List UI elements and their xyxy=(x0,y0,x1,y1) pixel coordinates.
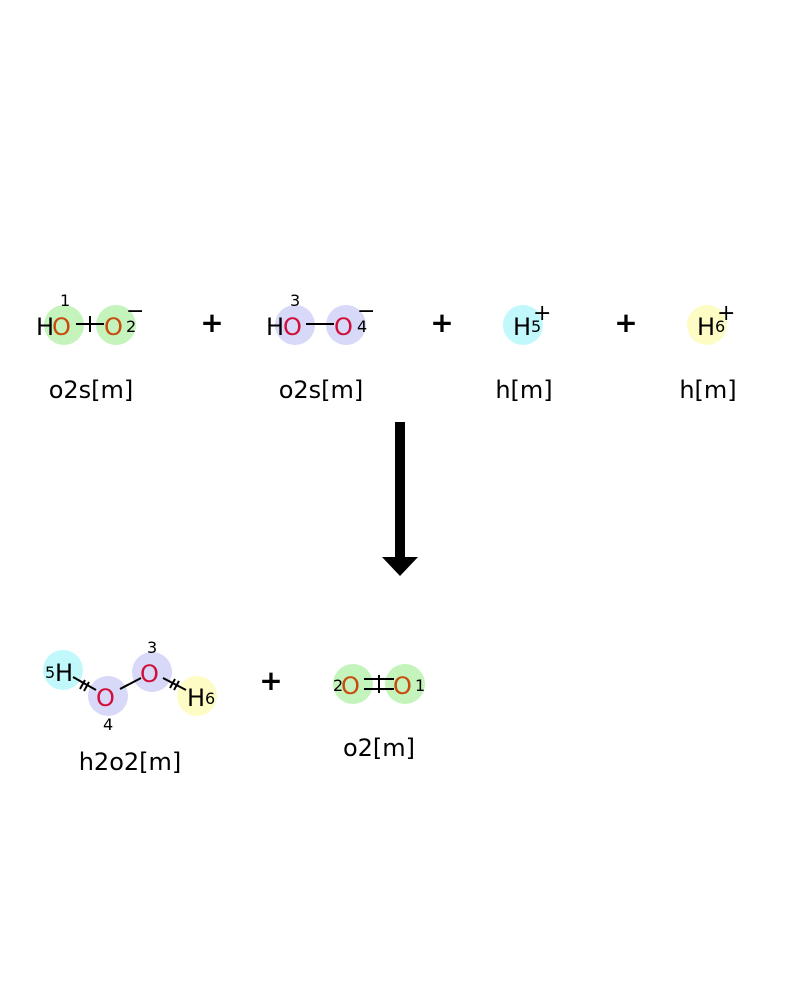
highlight-o1 xyxy=(44,305,84,345)
atom-number-2: 2 xyxy=(333,676,343,695)
plus-sign-3: + xyxy=(614,306,637,339)
product-2: 2 O O 1 o2[m] xyxy=(333,664,425,762)
highlight-o4 xyxy=(326,305,366,345)
atom-number-3: 3 xyxy=(290,291,300,310)
reactant-3-label: h[m] xyxy=(495,376,552,404)
atom-number-4: 4 xyxy=(103,715,113,734)
charge-minus: − xyxy=(357,299,375,324)
atom-h: H xyxy=(266,313,284,341)
product-1-label: h2o2[m] xyxy=(79,748,182,776)
atom-o4: O xyxy=(334,313,353,341)
atom-number-6: 6 xyxy=(205,689,215,708)
charge-plus: + xyxy=(717,301,735,326)
charge-plus: + xyxy=(533,301,551,326)
atom-number-5: 5 xyxy=(531,317,541,336)
highlight-o2 xyxy=(333,664,373,704)
highlight-h6 xyxy=(177,676,217,716)
reactant-1: H O 1 O 2 − o2s[m] xyxy=(36,291,144,404)
atom-number-5: 5 xyxy=(45,663,55,682)
bond-mark xyxy=(83,681,90,692)
highlight-o2 xyxy=(96,305,136,345)
bond-h5-o4 xyxy=(72,676,97,691)
plus-sign-4: + xyxy=(259,664,282,697)
atom-number-1: 1 xyxy=(415,676,425,695)
bond-o4-o3 xyxy=(119,677,142,690)
reactant-4-label: h[m] xyxy=(679,376,736,404)
reaction-arrow xyxy=(382,422,418,576)
atom-o1: O xyxy=(393,672,412,700)
atom-h5: H xyxy=(55,659,73,687)
atom-number-6: 6 xyxy=(715,317,725,336)
highlight-h6 xyxy=(687,305,727,345)
plus-sign-1: + xyxy=(200,306,223,339)
atom-h6: H xyxy=(697,313,715,341)
reactant-2: H O 3 O 4 − o2s[m] xyxy=(266,291,375,404)
bond-mark xyxy=(173,680,180,691)
highlight-o1 xyxy=(385,664,425,704)
atom-o4: O xyxy=(96,684,115,712)
bond-mark xyxy=(79,679,86,690)
product-2-label: o2[m] xyxy=(343,734,415,762)
highlight-o3 xyxy=(275,305,315,345)
product-1: 5 H O 4 O 3 H 6 h2o2[m] xyxy=(43,638,217,776)
highlight-h5 xyxy=(43,650,83,690)
atom-o3: O xyxy=(140,660,159,688)
reactant-2-label: o2s[m] xyxy=(279,376,364,404)
charge-minus: − xyxy=(126,299,144,324)
atom-h: H xyxy=(36,313,54,341)
atom-number-3: 3 xyxy=(147,638,157,657)
atom-h5: H xyxy=(513,313,531,341)
bond-mark xyxy=(169,678,176,689)
atom-o3: O xyxy=(283,313,302,341)
reactant-3: H 5 + h[m] xyxy=(495,301,552,404)
atom-number-1: 1 xyxy=(60,291,70,310)
atom-number-2: 2 xyxy=(126,317,136,336)
reactant-4: H 6 + h[m] xyxy=(679,301,736,404)
plus-sign-2: + xyxy=(430,306,453,339)
atom-number-4: 4 xyxy=(357,317,367,336)
atom-h6: H xyxy=(187,684,205,712)
highlight-o4 xyxy=(88,676,128,716)
atom-o2: O xyxy=(104,313,123,341)
bond-o3-h6 xyxy=(162,677,187,691)
atom-o2: O xyxy=(341,672,360,700)
highlight-h5 xyxy=(503,305,543,345)
atom-o1: O xyxy=(52,313,71,341)
reactant-1-label: o2s[m] xyxy=(49,376,134,404)
highlight-o3 xyxy=(132,652,172,692)
